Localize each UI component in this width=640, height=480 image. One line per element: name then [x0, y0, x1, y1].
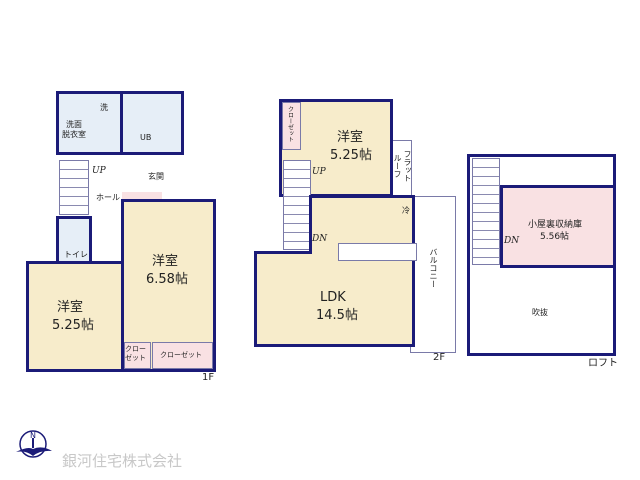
flat-roof-label: フラット ルーフ: [393, 150, 412, 182]
balcony-label: バルコニー: [429, 248, 438, 288]
room-2f-name: 洋室: [337, 130, 364, 145]
ldk: [254, 251, 415, 347]
entrance-step: [122, 192, 162, 203]
loft-storage: [500, 185, 613, 268]
loft-label: ロフト: [588, 358, 618, 369]
hall-label: ホール: [96, 193, 120, 202]
closet-label: クローゼット: [160, 351, 202, 359]
storage-name: 小屋裏収納庫: [528, 220, 583, 230]
storage-size: 5.56帖: [540, 232, 570, 242]
room-a-name: 洋室: [152, 254, 179, 269]
loft-dn: DN: [504, 236, 520, 246]
room-5-25-1f: [26, 261, 124, 372]
stairs-2f[interactable]: [283, 160, 311, 250]
ldk-size: 14.5帖: [316, 308, 358, 323]
room-b-size: 5.25帖: [52, 318, 94, 333]
dressing-room: [56, 91, 123, 155]
up-label: UP: [92, 166, 106, 176]
toilet-label: トイレ: [64, 250, 88, 259]
closet-2f-label: クローゼット: [286, 106, 294, 142]
wash-label: 洗: [100, 103, 108, 112]
floor-2f-label: 2F: [433, 352, 446, 363]
closet-2f: [282, 102, 301, 150]
up-2f: UP: [312, 167, 326, 177]
bath-label: UB: [140, 133, 152, 142]
room-2f-size: 5.25帖: [330, 148, 372, 163]
wall: [254, 251, 312, 254]
stairs-1f[interactable]: [59, 160, 89, 215]
loft-stairs[interactable]: [472, 158, 500, 265]
dressing-label: 洗面 脱衣室: [62, 120, 86, 139]
closet-small-label: クロー ゼット: [125, 345, 146, 362]
closet-1f: [152, 342, 213, 369]
bathroom: [120, 91, 184, 155]
floor-1f-label: 1F: [202, 372, 215, 383]
entrance-label: 玄関: [148, 172, 164, 181]
room-b-name: 洋室: [57, 300, 84, 315]
compass-logo-icon: N: [16, 430, 52, 458]
kitchen-counter: [338, 243, 417, 261]
closet-small: [124, 342, 151, 369]
room-a-size: 6.58帖: [146, 272, 188, 287]
atrium-label: 吹抜: [532, 308, 548, 317]
company-name: 銀河住宅株式会社: [62, 452, 183, 470]
balcony: [410, 196, 456, 353]
fridge-label: 冷: [402, 206, 410, 215]
ldk-name: LDK: [320, 290, 346, 305]
svg-text:N: N: [30, 431, 36, 440]
dn-2f: DN: [312, 234, 328, 244]
